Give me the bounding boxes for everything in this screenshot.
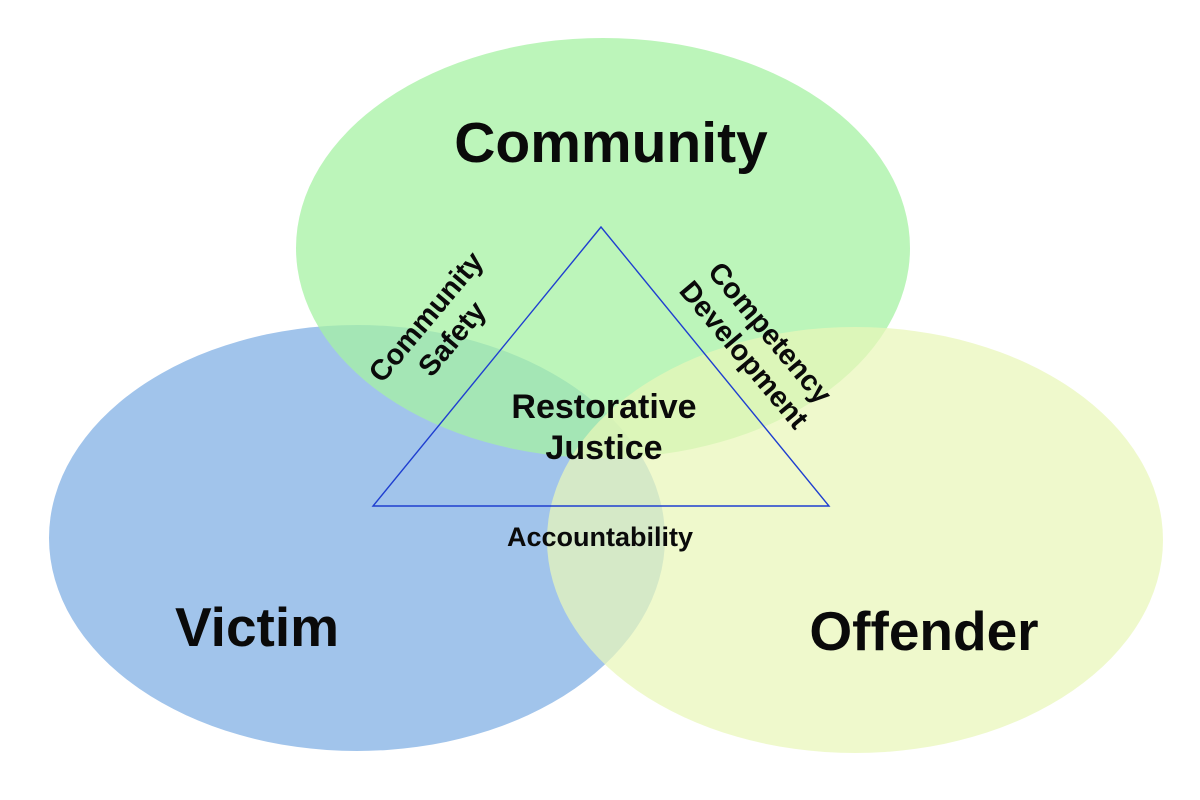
restorative-justice-label-line1: Restorative [511, 388, 696, 426]
community-label: Community [454, 111, 768, 175]
accountability-label: Accountability [507, 522, 693, 552]
victim-label: Victim [175, 596, 339, 658]
offender-circle [547, 327, 1163, 753]
restorative-justice-triangle [371, 225, 831, 507]
restorative-justice-label-line2: Justice [545, 429, 662, 467]
offender-label: Offender [809, 600, 1038, 662]
